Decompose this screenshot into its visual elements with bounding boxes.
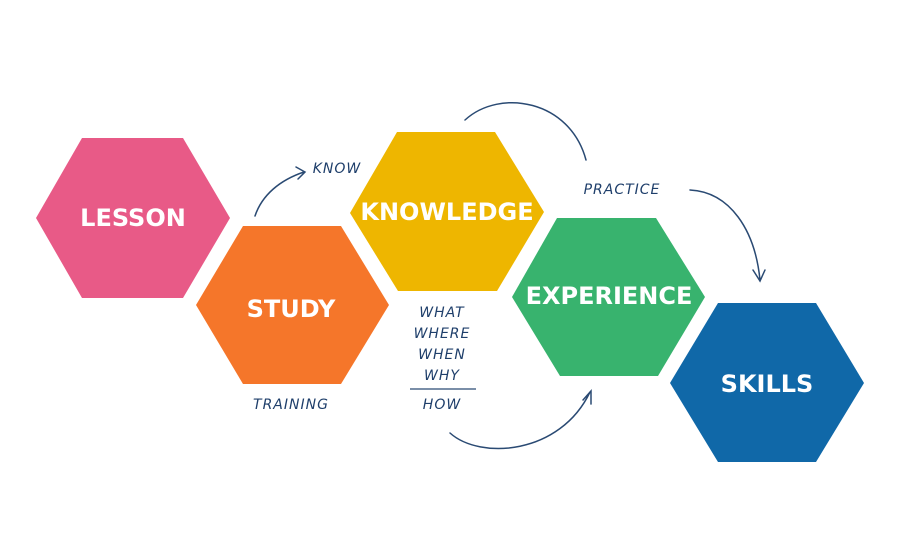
hexagon-label: SKILLS	[721, 370, 814, 398]
note-question: WHEN	[418, 347, 466, 363]
note-question: WHAT	[419, 305, 465, 321]
arrow-knowledge-to-practice	[464, 101, 587, 161]
note-how: HOW	[423, 397, 462, 413]
hexagon-label: KNOWLEDGE	[360, 198, 533, 226]
hexagon-experience: EXPERIENCE	[512, 218, 705, 376]
hexagon-label: LESSON	[80, 204, 186, 232]
note-question: WHERE	[414, 326, 471, 342]
note-know: KNOW	[313, 161, 362, 177]
hexagon-study: STUDY	[196, 226, 389, 384]
hexagon-shape	[196, 226, 389, 384]
note-question: WHY	[424, 368, 460, 384]
note-practice: PRACTICE	[584, 182, 661, 198]
hexagon-shape	[36, 138, 230, 298]
arrow-study-to-know	[254, 166, 307, 217]
hexagon-knowledge: KNOWLEDGE	[350, 132, 544, 291]
hexagon-shape	[512, 218, 705, 376]
hexagon-shape	[670, 303, 864, 462]
hexagon-shape	[350, 132, 544, 291]
note-training: TRAINING	[253, 397, 329, 413]
hexagon-label: STUDY	[247, 295, 336, 323]
arrow-practice-to-skills	[689, 189, 766, 283]
arrow-how-to-experience	[449, 389, 592, 450]
hexagon-skills: SKILLS	[670, 303, 864, 462]
hexagon-lesson: LESSON	[36, 138, 230, 298]
hexagon-label: EXPERIENCE	[526, 282, 693, 310]
